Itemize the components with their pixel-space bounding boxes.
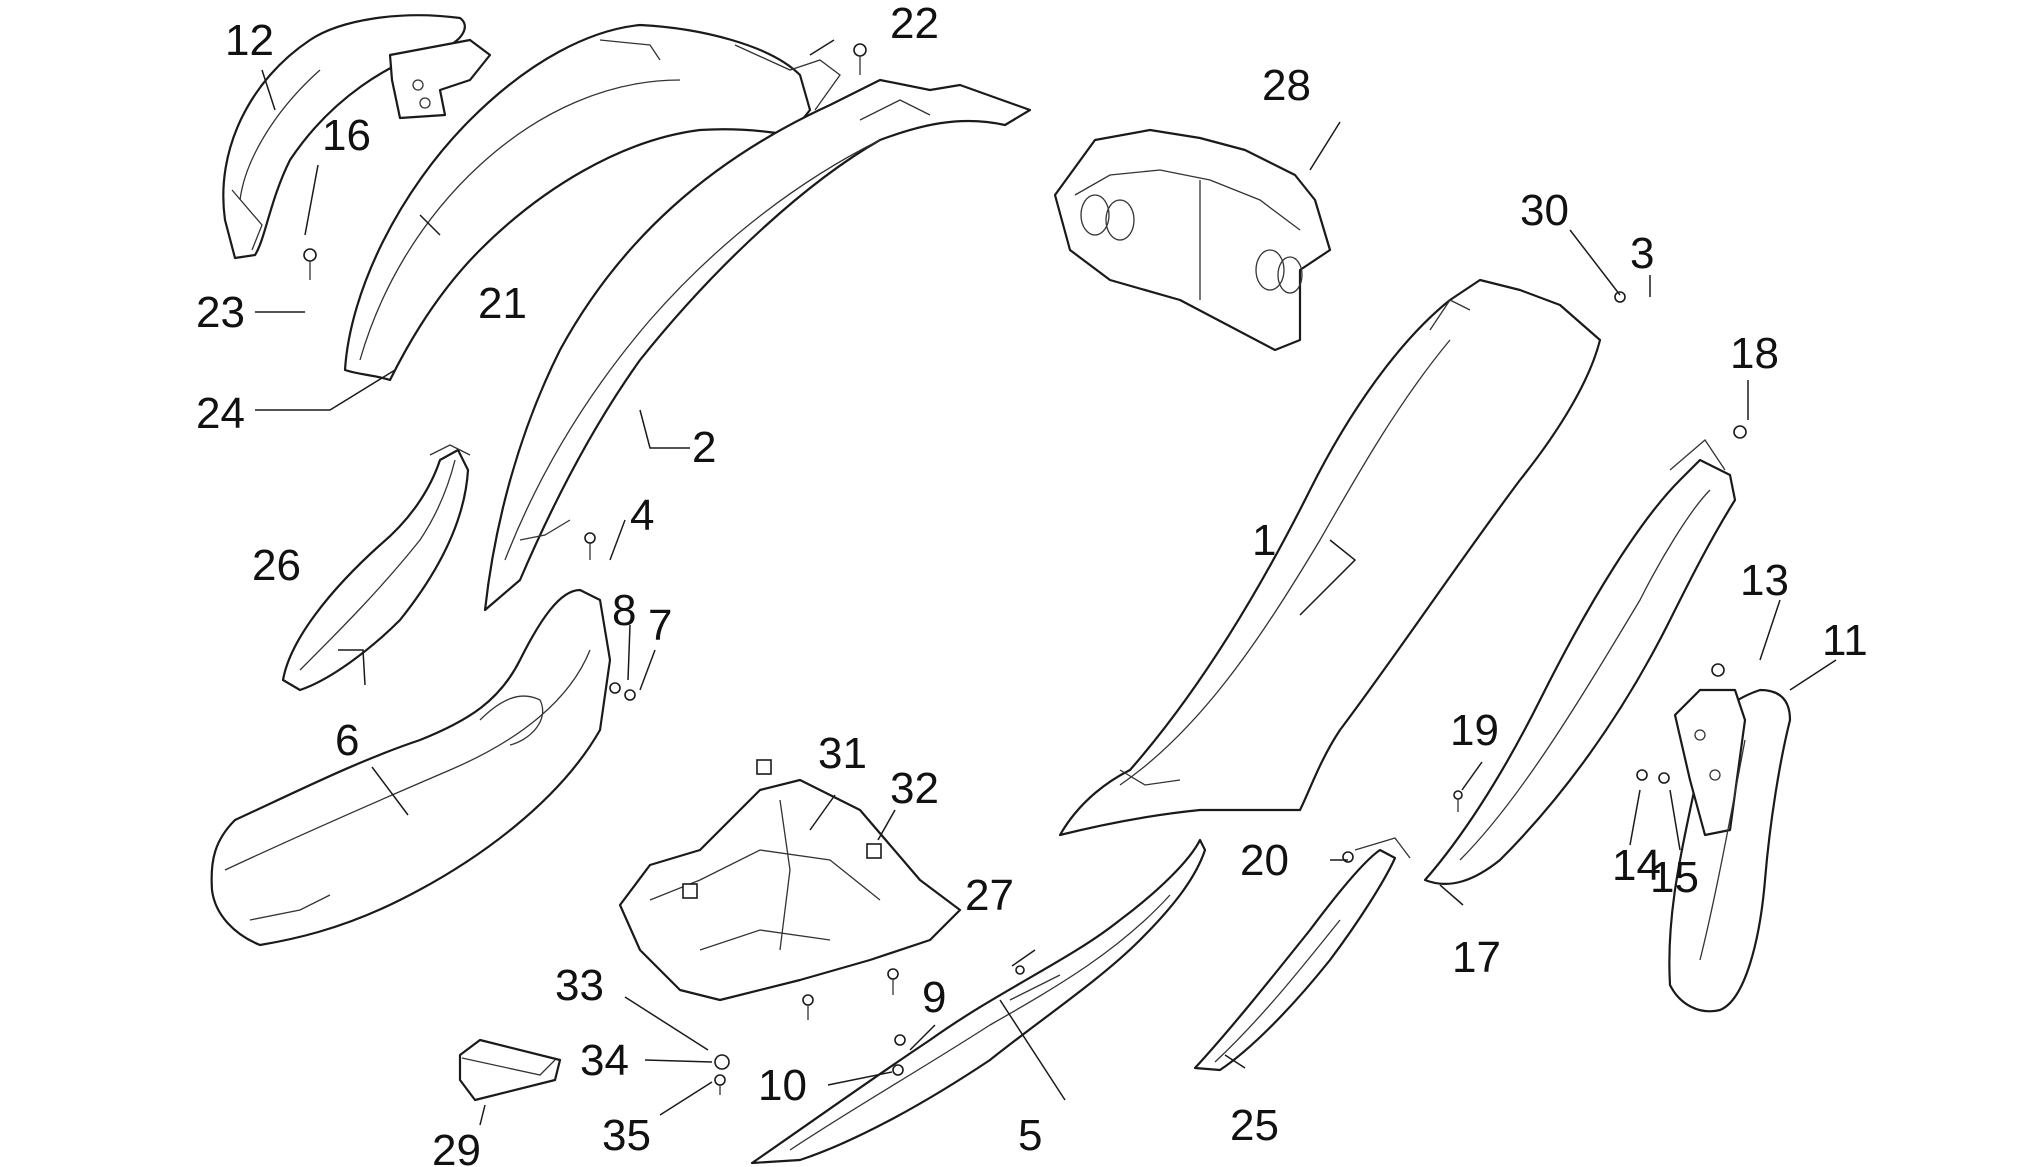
label-part-17: 17: [1452, 933, 1501, 982]
label-part-32: 32: [890, 764, 939, 813]
leader-lines: [255, 39, 1837, 1126]
label-part-2: 2: [692, 423, 716, 472]
part-5-shape: [750, 838, 1207, 1165]
label-part-22: 22: [890, 0, 939, 48]
label-part-4: 4: [630, 491, 654, 540]
label-part-14: 14: [1612, 841, 1661, 890]
label-part-23: 23: [196, 288, 245, 337]
label-part-9: 9: [922, 973, 946, 1022]
label-part-13: 13: [1740, 556, 1789, 605]
part-1-shape: [1058, 278, 1602, 837]
label-part-3: 3: [1630, 229, 1654, 278]
label-part-24: 24: [196, 389, 245, 438]
part-26-shape: [281, 444, 471, 692]
label-part-26: 26: [252, 541, 301, 590]
part-11-shape: [1668, 688, 1792, 1013]
label-part-18: 18: [1730, 329, 1779, 378]
label-part-8: 8: [612, 586, 636, 635]
part-25-shape: [1193, 837, 1411, 1072]
label-part-31: 31: [818, 729, 867, 778]
part-29-shape: [458, 1038, 562, 1102]
label-part-11: 11: [1822, 616, 1868, 665]
part-28-shape: [1053, 128, 1332, 352]
label-part-16: 16: [322, 111, 371, 160]
label-part-20: 20: [1240, 836, 1289, 885]
part-2-shape: [483, 78, 1032, 612]
label-part-7: 7: [648, 601, 672, 650]
part-17-shape: [1423, 439, 1737, 885]
label-part-30: 30: [1520, 186, 1569, 235]
part-31-shape: [618, 759, 962, 1002]
label-part-6: 6: [335, 716, 359, 765]
label-part-5: 5: [1018, 1111, 1042, 1160]
label-part-34: 34: [580, 1036, 629, 1085]
label-part-12: 12: [225, 16, 274, 65]
label-part-21: 21: [478, 279, 527, 328]
label-part-29: 29: [432, 1126, 481, 1167]
label-part-33: 33: [555, 961, 604, 1010]
fasteners: [303, 43, 1747, 1095]
label-part-25: 25: [1230, 1101, 1279, 1150]
label-part-27: 27: [965, 871, 1014, 920]
label-part-15: 15: [1650, 853, 1699, 902]
label-part-10: 10: [758, 1061, 807, 1110]
callout-labels: 12 16 21 22 23 24 2 4 28 30 3 18 1 13 11…: [196, 0, 1868, 1167]
label-part-28: 28: [1262, 61, 1311, 110]
part-6-shape: [210, 588, 612, 947]
label-part-1: 1: [1252, 516, 1276, 565]
label-part-35: 35: [602, 1111, 651, 1160]
label-part-19: 19: [1450, 706, 1499, 755]
part-12-shape: [222, 14, 492, 260]
